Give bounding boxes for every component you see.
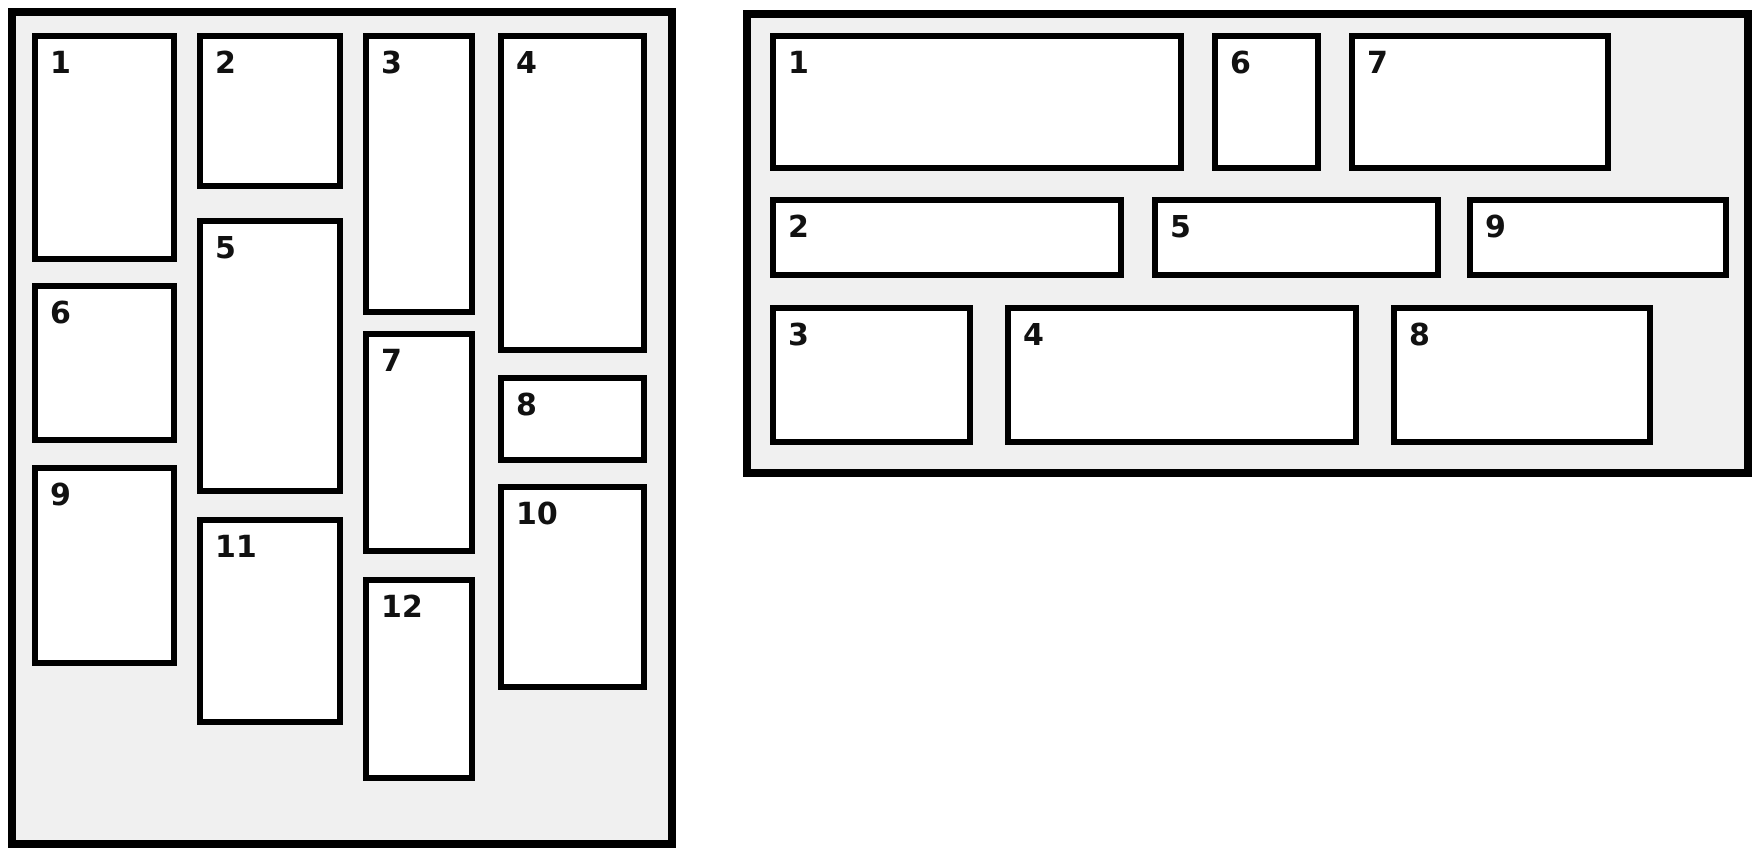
box-label: 3 — [788, 318, 809, 353]
masonry-box-6: 6 — [32, 283, 177, 443]
box-label: 2 — [215, 46, 236, 81]
masonry-box-9: 9 — [32, 465, 177, 666]
masonry-box-3: 3 — [770, 305, 973, 445]
box-label: 11 — [215, 530, 257, 565]
masonry-box-1: 1 — [32, 33, 177, 262]
masonry-box-8: 8 — [1391, 305, 1653, 445]
box-label: 9 — [50, 478, 71, 513]
masonry-box-10: 10 — [498, 484, 647, 690]
box-label: 5 — [1170, 210, 1191, 245]
masonry-box-7: 7 — [363, 331, 475, 554]
masonry-box-9: 9 — [1467, 197, 1729, 278]
masonry-box-3: 3 — [363, 33, 475, 315]
box-label: 8 — [516, 388, 537, 423]
box-label: 7 — [381, 344, 402, 379]
masonry-box-8: 8 — [498, 375, 647, 463]
box-label: 9 — [1485, 210, 1506, 245]
box-label: 6 — [1230, 46, 1251, 81]
masonry-box-4: 4 — [498, 33, 647, 353]
box-label: 12 — [381, 590, 423, 625]
box-label: 3 — [381, 46, 402, 81]
masonry-box-12: 12 — [363, 577, 475, 781]
box-label: 2 — [788, 210, 809, 245]
masonry-box-2: 2 — [197, 33, 343, 189]
masonry-box-7: 7 — [1349, 33, 1611, 171]
masonry-box-4: 4 — [1005, 305, 1359, 445]
box-label: 5 — [215, 231, 236, 266]
box-label: 1 — [788, 46, 809, 81]
masonry-box-1: 1 — [770, 33, 1184, 171]
box-label: 4 — [1023, 318, 1044, 353]
masonry-box-2: 2 — [770, 197, 1124, 278]
masonry-box-11: 11 — [197, 517, 343, 725]
masonry-box-6: 6 — [1212, 33, 1321, 171]
box-label: 7 — [1367, 46, 1388, 81]
box-label: 10 — [516, 497, 558, 532]
box-label: 6 — [50, 296, 71, 331]
horizontal-masonry-panel: 1 2 3 4 5 6 7 8 9 — [743, 10, 1752, 477]
box-label: 1 — [50, 46, 71, 81]
box-label: 4 — [516, 46, 537, 81]
box-label: 8 — [1409, 318, 1430, 353]
masonry-box-5: 5 — [197, 218, 343, 494]
masonry-box-5: 5 — [1152, 197, 1441, 278]
